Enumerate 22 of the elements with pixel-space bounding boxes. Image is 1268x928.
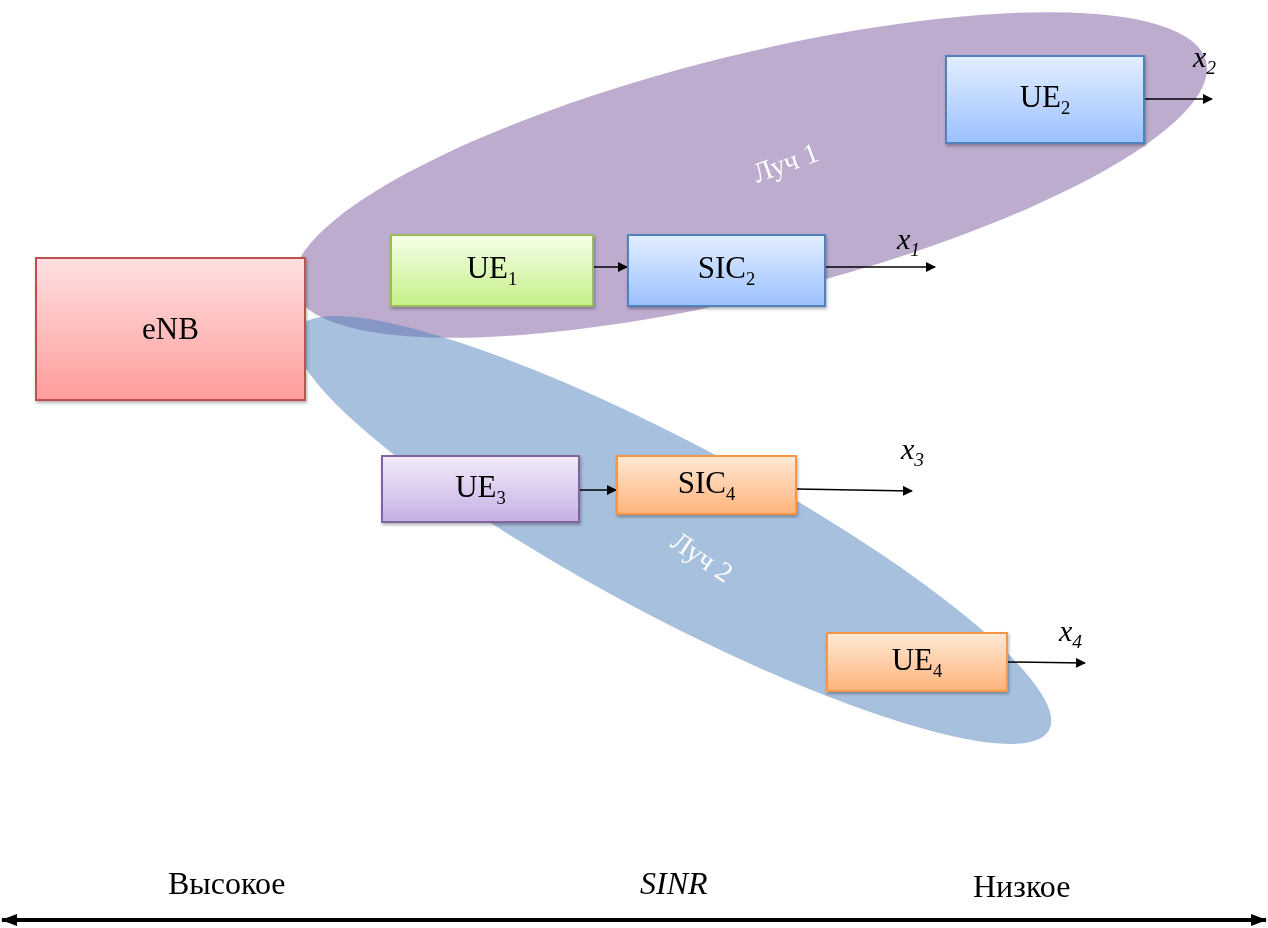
process-box: SIC$_{2}$: [627, 234, 826, 307]
output-label: x$_{4}$: [1059, 614, 1083, 653]
beam-label: Луч 2: [665, 525, 739, 589]
beam-label: Луч 1: [748, 137, 823, 190]
axis-label: SINR: [640, 866, 708, 902]
output-label: x$_{3}$: [901, 432, 925, 471]
arrow: [796, 485, 913, 496]
base-station-box: eNB: [35, 257, 306, 401]
output-label: x$_{1}$: [897, 222, 921, 261]
arrow: [1007, 657, 1086, 668]
process-box: SIC$_{4}$: [616, 455, 797, 515]
arrow: [593, 262, 628, 272]
arrow: [1144, 94, 1213, 104]
output-label: x$_{2}$: [1193, 40, 1217, 79]
arrow: [579, 485, 617, 495]
arrow: [825, 262, 936, 272]
process-box: UE$_{1}$: [390, 234, 594, 307]
process-box: UE$_{4}$: [826, 632, 1008, 692]
process-box: UE$_{3}$: [381, 455, 580, 523]
process-box: UE$_{2}$: [945, 55, 1145, 144]
axis-label: Низкое: [973, 869, 1071, 905]
axis-label: Высокое: [168, 866, 286, 902]
